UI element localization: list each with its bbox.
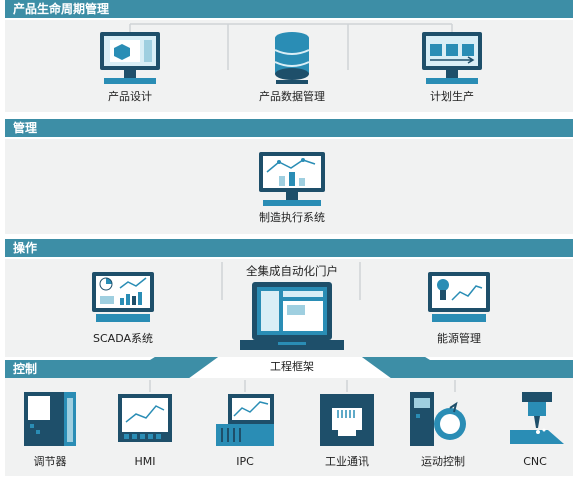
motion-control-label: 运动控制	[421, 455, 465, 468]
ethernet-port-icon[interactable]	[318, 392, 376, 448]
product-design-icon[interactable]	[96, 30, 164, 86]
ipc-icon[interactable]	[214, 392, 276, 448]
scada-monitor-icon[interactable]	[90, 270, 156, 326]
management-band: 管理	[5, 119, 573, 137]
hmi-icon[interactable]	[116, 392, 174, 446]
cnc-icon[interactable]	[508, 390, 566, 450]
database-icon[interactable]	[270, 30, 314, 86]
lifecycle-title: 产品生命周期管理	[13, 2, 110, 16]
ipc-label: IPC	[236, 455, 254, 468]
lifecycle-band: 产品生命周期管理	[5, 0, 573, 18]
production-planning-label: 计划生产	[430, 90, 474, 103]
mes-label: 制造执行系统	[259, 211, 325, 224]
left-ribbon	[5, 318, 245, 392]
control-title: 控制	[13, 362, 38, 376]
regulator-label: 调节器	[33, 455, 67, 468]
scada-label: SCADA系统	[93, 332, 153, 345]
management-title: 管理	[13, 121, 38, 135]
energy-label: 能源管理	[437, 332, 481, 345]
control-panel	[5, 378, 573, 476]
production-planning-icon[interactable]	[418, 30, 486, 86]
hmi-label: HMI	[134, 455, 156, 468]
energy-monitor-icon[interactable]	[426, 270, 492, 326]
product-data-label: 产品数据管理	[259, 90, 325, 103]
right-ribbon	[335, 318, 573, 392]
mes-monitor-icon[interactable]	[255, 150, 329, 208]
engineering-label: 工程框架	[270, 360, 314, 373]
product-design-label: 产品设计	[108, 90, 152, 103]
operation-title: 操作	[13, 241, 38, 255]
motion-control-icon[interactable]	[408, 390, 470, 450]
operation-band: 操作	[5, 239, 573, 257]
portal-laptop-icon[interactable]	[238, 280, 346, 356]
regulator-icon[interactable]	[22, 390, 78, 450]
control-band: 控制	[5, 360, 150, 378]
cnc-label: CNC	[523, 455, 547, 468]
communication-label: 工业通讯	[325, 455, 369, 468]
portal-label: 全集成自动化门户	[246, 264, 338, 278]
